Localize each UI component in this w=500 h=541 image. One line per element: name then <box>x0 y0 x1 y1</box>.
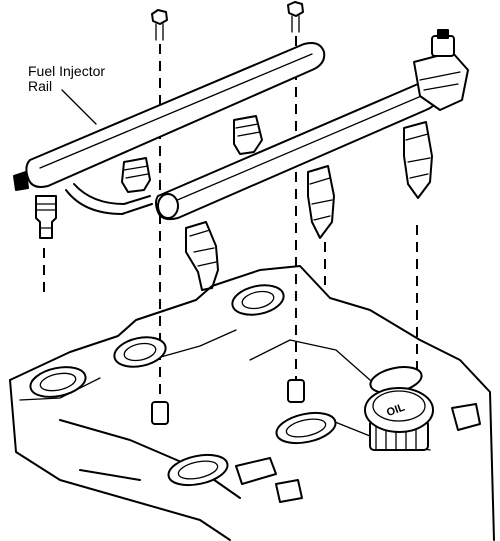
injector-front-2 <box>307 165 335 239</box>
intake-port-4 <box>167 453 229 487</box>
intake-port-1 <box>29 366 87 398</box>
injector-front-1 <box>185 221 219 291</box>
intake-port-3 <box>231 284 285 316</box>
fuel-rail-front <box>155 82 440 221</box>
injector-front-3 <box>403 121 433 199</box>
crossover-tube <box>65 189 153 215</box>
callout-leader-line <box>61 89 97 125</box>
injector-rear-1 <box>13 171 57 239</box>
oil-fill-cap: OIL <box>364 387 434 451</box>
mounting-bolt-right <box>287 1 304 33</box>
injector-rear-3 <box>233 115 263 155</box>
fuel-injector-rail-label: Fuel Injector Rail <box>28 63 106 94</box>
sensor-fitting <box>451 403 481 431</box>
intake-port-5 <box>275 411 337 445</box>
mounting-bolt-left <box>151 9 168 41</box>
oil-cap-text: OIL <box>385 401 407 419</box>
injector-rear-2 <box>121 157 151 193</box>
intake-port-2 <box>113 336 167 368</box>
vacuum-fitting <box>235 457 277 485</box>
bolt-boss-right <box>287 379 305 403</box>
fuel-pressure-regulator <box>413 29 469 111</box>
rail-end-cap <box>157 193 179 219</box>
bolt-boss-left <box>151 401 169 425</box>
